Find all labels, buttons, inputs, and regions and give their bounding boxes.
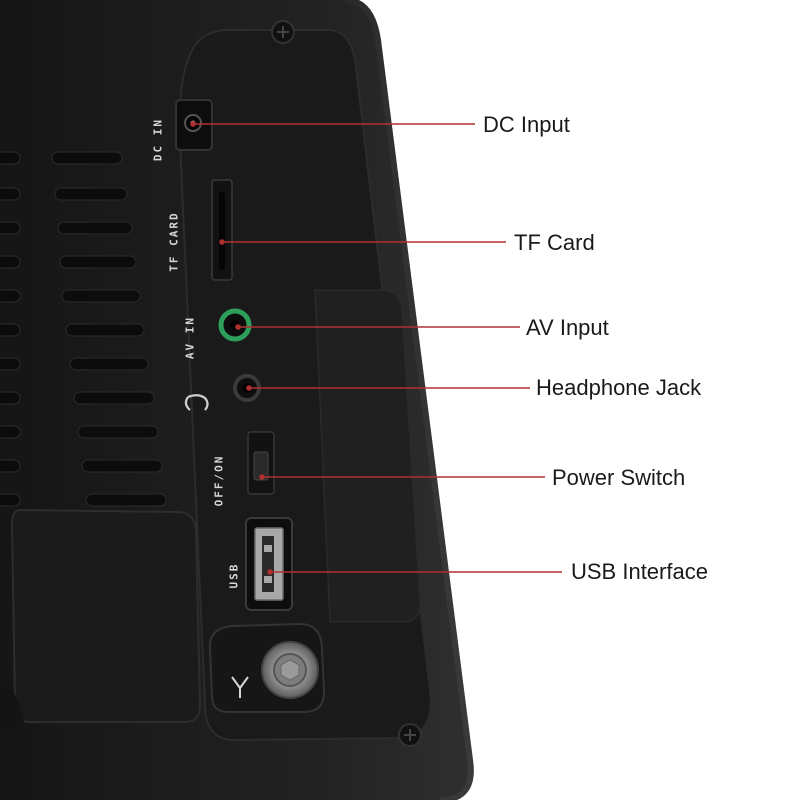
vent-slots — [0, 151, 167, 507]
port-label-off-on: OFF/ON — [212, 454, 226, 507]
stand-block — [10, 508, 202, 723]
callout-tf-card: TF Card — [514, 230, 595, 255]
port-label-dc-in: DC IN — [151, 117, 165, 162]
callout-av-input: AV Input — [526, 315, 609, 340]
device-edge — [344, 0, 474, 800]
inner-molding — [314, 289, 421, 623]
av-input-port — [218, 308, 252, 342]
port-label-tf-card: TF CARD — [167, 211, 181, 272]
port-label-av-in: AV IN — [183, 315, 197, 360]
callout-usb-interface: USB Interface — [571, 559, 708, 584]
callout-headphone-jack: Headphone Jack — [536, 375, 702, 400]
antenna-icon — [231, 676, 249, 698]
callout-power-switch: Power Switch — [552, 465, 686, 490]
power-switch — [247, 431, 275, 495]
callout-dc-input: DC Input — [483, 112, 570, 137]
screw-bottom — [398, 723, 422, 747]
tf-card-slot — [211, 179, 233, 281]
usb-port — [245, 517, 293, 611]
leader-lines — [190, 121, 562, 575]
antenna-port — [208, 622, 326, 713]
screw-top — [271, 20, 295, 44]
headphone-icon — [184, 394, 209, 411]
left-foot — [0, 680, 25, 730]
port-label-usb: USB — [227, 562, 241, 589]
